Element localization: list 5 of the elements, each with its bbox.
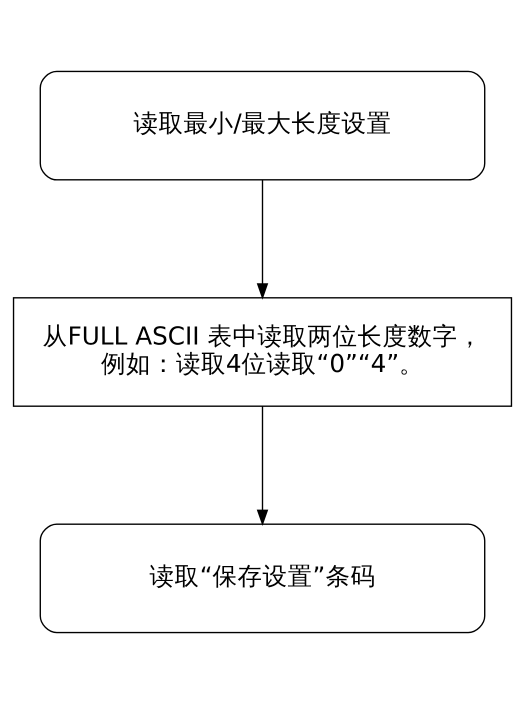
node-box: 从FULL ASCII 表中读取两位长度数字，例如：读取4位读取“0”“4”。 [12, 296, 512, 406]
node-box: 读取“保存设置”条码 [40, 522, 486, 633]
arrow [256, 180, 268, 300]
arrow [256, 406, 268, 526]
node-box: 读取最小/最大长度设置 [40, 70, 486, 180]
